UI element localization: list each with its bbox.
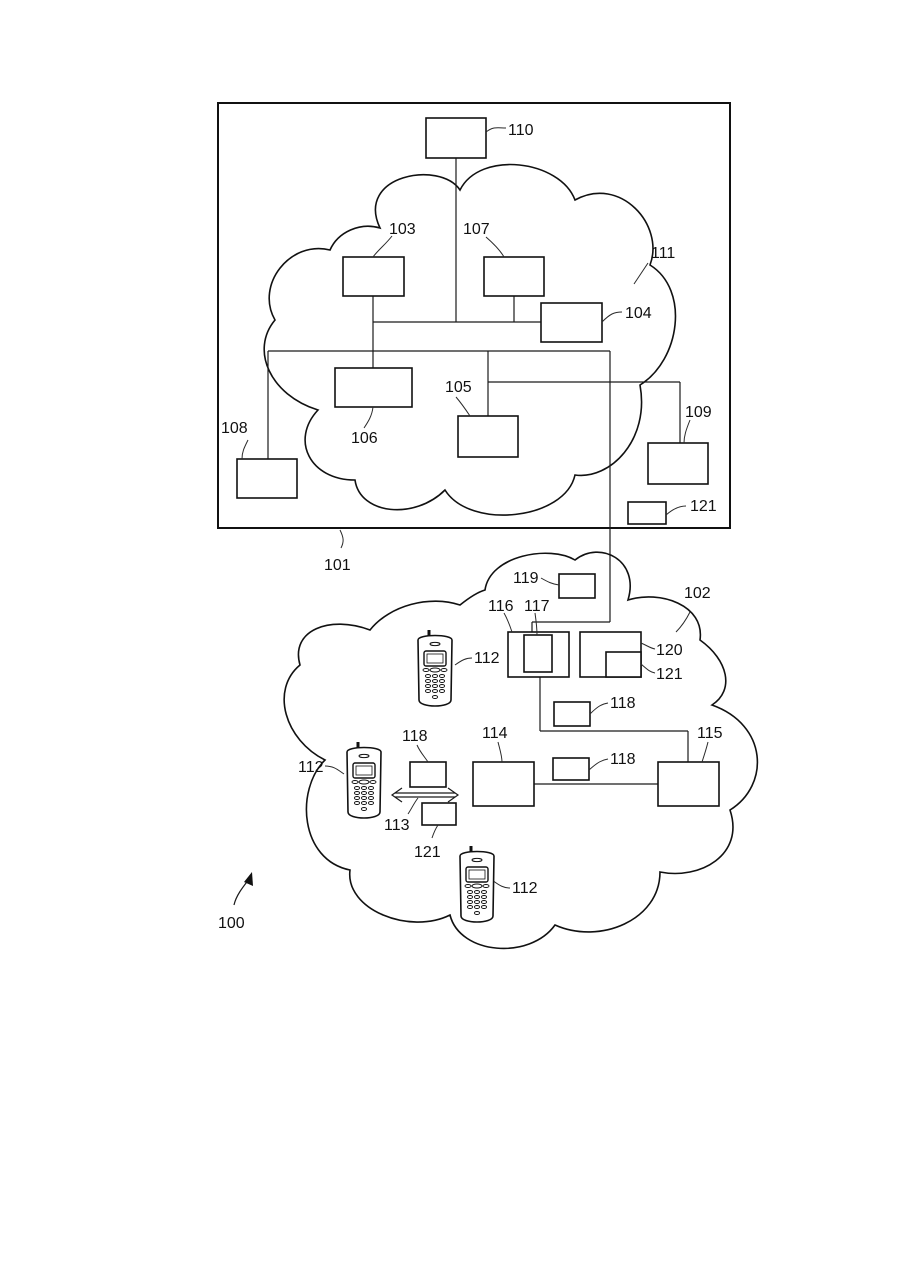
label-121-core: 121 <box>690 498 717 515</box>
label-103: 103 <box>389 221 416 238</box>
node-103 <box>343 257 404 296</box>
leader-113 <box>408 798 418 814</box>
label-119: 119 <box>513 570 539 587</box>
label-118-mid: 118 <box>610 695 636 712</box>
leader-121-inner <box>641 664 655 673</box>
node-104 <box>541 303 602 342</box>
leader-109 <box>684 420 690 443</box>
node-118-right <box>553 758 589 780</box>
label-107: 107 <box>463 221 490 238</box>
label-102: 102 <box>684 585 711 602</box>
leader-120 <box>641 643 655 649</box>
label-114: 114 <box>482 725 508 742</box>
label-111: 111 <box>651 245 675 262</box>
leader-101 <box>340 530 343 548</box>
label-121-inner: 121 <box>656 666 683 683</box>
leader-121-left <box>432 825 438 838</box>
label-117: 117 <box>524 598 550 615</box>
core-cloud <box>264 165 675 516</box>
leader-118-right <box>589 759 608 770</box>
leader-114 <box>498 742 502 762</box>
node-117 <box>524 635 552 672</box>
leader-106 <box>364 407 373 428</box>
label-118-right: 118 <box>610 751 636 768</box>
label-101: 101 <box>324 557 351 574</box>
node-115 <box>658 762 719 806</box>
node-106 <box>335 368 412 407</box>
node-118-mid <box>554 702 590 726</box>
leader-107 <box>486 237 504 257</box>
node-110 <box>426 118 486 158</box>
leader-102 <box>676 612 690 632</box>
leader-104 <box>602 312 622 322</box>
leader-118-left <box>417 745 428 762</box>
leader-108 <box>242 440 248 459</box>
label-121-left: 121 <box>414 844 441 861</box>
label-108: 108 <box>221 420 248 437</box>
node-114 <box>473 762 534 806</box>
label-118-left: 118 <box>402 728 428 745</box>
node-105 <box>458 416 518 457</box>
node-107 <box>484 257 544 296</box>
leader-112-bottom <box>492 880 510 888</box>
label-112-bottom: 112 <box>512 880 538 897</box>
leader-116 <box>504 613 512 632</box>
label-115: 115 <box>697 725 723 742</box>
reference-arrow-icon <box>392 788 458 802</box>
mobile-phone-icon <box>460 846 494 922</box>
mobile-phone-icon <box>347 742 381 818</box>
label-100: 100 <box>218 915 245 932</box>
mobile-phone-icon <box>418 630 452 706</box>
node-121-core <box>628 502 666 524</box>
node-119 <box>559 574 595 598</box>
leader-111 <box>634 263 648 284</box>
leader-112-top <box>455 658 472 665</box>
label-112-top: 112 <box>474 650 500 667</box>
node-118-left <box>410 762 446 787</box>
label-104: 104 <box>625 305 652 322</box>
label-112-left: 112 <box>298 759 324 776</box>
reference-arrow-icon <box>234 872 253 905</box>
leader-105 <box>456 397 470 416</box>
leader-115 <box>702 742 708 762</box>
label-113: 113 <box>384 817 410 834</box>
node-121-left <box>422 803 456 825</box>
label-110: 110 <box>508 122 534 139</box>
node-108 <box>237 459 297 498</box>
label-106: 106 <box>351 430 378 447</box>
leader-121-core <box>666 506 686 515</box>
label-109: 109 <box>685 404 712 421</box>
label-116: 116 <box>488 598 514 615</box>
node-121-inner <box>606 652 641 677</box>
leader-119 <box>541 578 559 585</box>
node-109 <box>648 443 708 484</box>
leader-118-mid <box>590 703 608 714</box>
leader-103 <box>373 236 392 257</box>
label-105: 105 <box>445 379 472 396</box>
label-120: 120 <box>656 642 683 659</box>
leader-112-left <box>325 766 344 774</box>
leader-110 <box>486 128 506 132</box>
